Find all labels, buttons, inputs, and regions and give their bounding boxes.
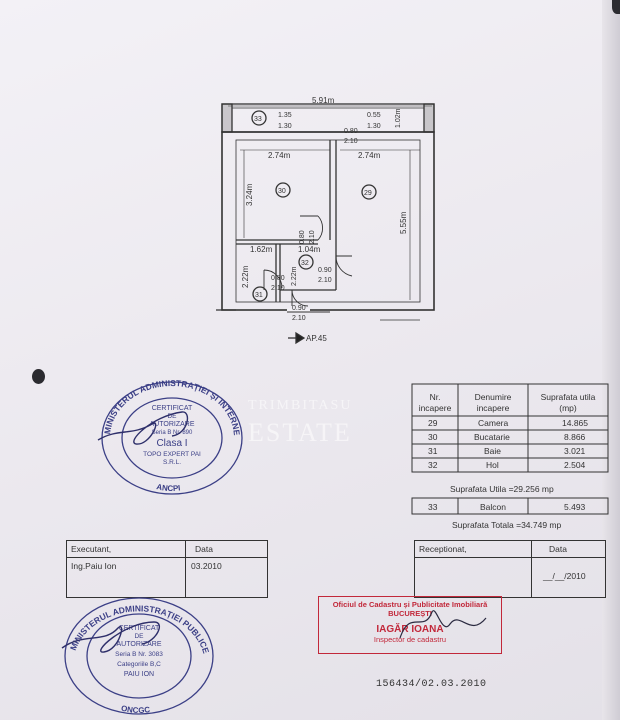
stamp-line4: Inspector de cadastru (373, 635, 447, 644)
room-number-30: 30 (278, 188, 286, 195)
executant-date: 03.2010 (191, 561, 222, 571)
seal-top-l5: Clasa I (156, 438, 187, 449)
stamp-line3: IAGĂR IOANA (376, 624, 444, 635)
table-row-33-nr: 33 (428, 502, 438, 512)
table-row-29-name: Camera (478, 418, 509, 428)
receptionat-label: Receptionat, (419, 544, 467, 554)
dim-room-width: 2.74m (358, 151, 381, 160)
table-row-29-nr: 29 (428, 418, 438, 428)
seal-top-l7: S.R.L. (163, 459, 181, 466)
receptionat-date: __/__/2010 (543, 571, 586, 581)
dim-room-height: 5.55m (399, 211, 408, 234)
executant-box: Executant, Data Ing.Paiu Ion 03.2010 (66, 540, 268, 598)
dim-top-width: 5.91m (312, 96, 335, 105)
receptionat-box: Receptionat, Data __/__/2010 (414, 540, 606, 598)
dim-door-room-h: 2.10 (318, 277, 332, 284)
seal-bottom-l2: DE (134, 633, 144, 640)
seal-top-bottom-text: ANCPI (156, 482, 181, 493)
entry-label: AP.45 (306, 334, 327, 343)
stamp-line1: Oficiul de Cadastru și Publicitate Imobi… (332, 600, 488, 609)
dim-hall-width: 1.04m (298, 245, 321, 254)
seal-top-l1: CERTIFICAT (152, 405, 193, 412)
punch-hole (32, 369, 45, 384)
dim-balcony-w2: 0.55 (367, 112, 381, 119)
table-row-33-name: Balcon (480, 502, 506, 512)
dim-balcony-h1: 1.30 (278, 123, 292, 130)
executant-name: Ing.Paiu Ion (71, 561, 117, 571)
room-number-29: 29 (364, 190, 372, 197)
table-row-31-nr: 31 (428, 446, 438, 456)
ocpi-stamp: Oficiul de Cadastru și Publicitate Imobi… (318, 596, 502, 654)
seal-bottom-bottom-text: ONCGC (120, 704, 151, 715)
table-row-30-nr: 30 (428, 432, 438, 442)
stamp-signature (399, 610, 487, 639)
dim-door-room-w: 0.90 (318, 267, 332, 274)
receptionat-date-label: Data (549, 544, 567, 554)
doc-number: 156434/02.03.2010 (376, 679, 487, 690)
table-header-name: Denumire incapere (474, 392, 512, 413)
dim-entry-w: 0.90 (292, 305, 306, 312)
svg-text:ONCGC: ONCGC (120, 704, 151, 715)
seal-top-l3: AUTORIZARE (150, 421, 195, 428)
dim-bath-width: 1.62m (250, 245, 273, 254)
seal-mai-ancpi: MINISTERUL ADMINISTRAȚIEI ȘI INTERNELOR … (92, 376, 243, 495)
dim-kitchen-height: 3.24m (245, 183, 254, 206)
signature-scribble-bottom (61, 621, 160, 653)
dim-door-hall-h: 2.10 (309, 230, 316, 244)
seal-top-l6: TOPO EXPERT PAI (143, 451, 201, 458)
seal-bottom-l6: PAIU ION (124, 671, 154, 678)
punch-hole-partial (612, 0, 620, 14)
table-header-nr: Nr. incapere (418, 392, 452, 413)
watermark-line1: TRIMBITASU (248, 398, 353, 413)
dim-entry-h: 2.10 (292, 315, 306, 322)
room-number-33: 33 (254, 116, 262, 123)
executant-label: Executant, (71, 544, 112, 554)
dim-bath-height: 2.22m (241, 265, 250, 288)
svg-text:ANCPI: ANCPI (156, 482, 181, 493)
dim-door-hall-w: 0.80 (299, 230, 306, 244)
seal-bottom-l4: Seria B Nr. 3083 (115, 651, 163, 658)
room-number-31: 31 (255, 292, 263, 299)
seal-top-l4: Seria B Nr. 890 (152, 430, 193, 436)
signature-scribble-top (97, 411, 189, 445)
floor-plan: 5.91m 1.35 1.30 0.55 1.30 1.02m 0.80 2.1… (216, 96, 435, 345)
dim-balcony-w1: 1.35 (278, 112, 292, 119)
total-area: Suprafata Totala =34.749 mp (452, 520, 562, 530)
dim-hall-height: 2.22m (291, 266, 298, 286)
seal-bottom-l1: CERTIFICAT (119, 625, 160, 632)
stamp-line2: BUCUREȘTI (388, 609, 432, 618)
table-row-31-area: 3.021 (564, 446, 586, 456)
page-edge (602, 0, 620, 720)
table-row-32-name: Hol (486, 460, 499, 470)
dim-door-bath-w: 0.80 (271, 275, 285, 282)
dim-balcony-depth: 1.02m (395, 108, 402, 128)
table-row-30-area: 8.866 (564, 432, 586, 442)
seal-top-l2: DE (167, 413, 177, 420)
table-row-29-area: 14.865 (562, 418, 588, 428)
table-row-31-name: Baie (484, 446, 502, 456)
seal-bottom-l3: AUTORIZARE (117, 641, 162, 648)
table-row-30-name: Bucatarie (474, 432, 510, 442)
table-header-area: Suprafata utila (mp) (540, 392, 596, 413)
table-row-32-area: 2.504 (564, 460, 586, 470)
dim-door-kitchen-h: 2.10 (344, 138, 358, 145)
useful-area: Suprafata Utila =29.256 mp (450, 484, 554, 494)
executant-date-label: Data (195, 544, 213, 554)
dim-door-kitchen-w: 0.80 (344, 128, 358, 135)
table-row-33-area: 5.493 (564, 502, 586, 512)
room-number-32: 32 (301, 260, 309, 267)
table-row-32-nr: 32 (428, 460, 438, 470)
seal-bottom-l5: Categoriile B,C (117, 661, 161, 668)
seal-map-oncgc: MINISTERUL ADMINISTRAȚIEI PUBLICE ONCGC … (61, 597, 214, 715)
dim-door-bath-h: 2.10 (271, 285, 285, 292)
watermark-line2: ESTATE (248, 418, 352, 447)
dim-balcony-h2: 1.30 (367, 123, 381, 130)
dim-kitchen-width: 2.74m (268, 151, 291, 160)
